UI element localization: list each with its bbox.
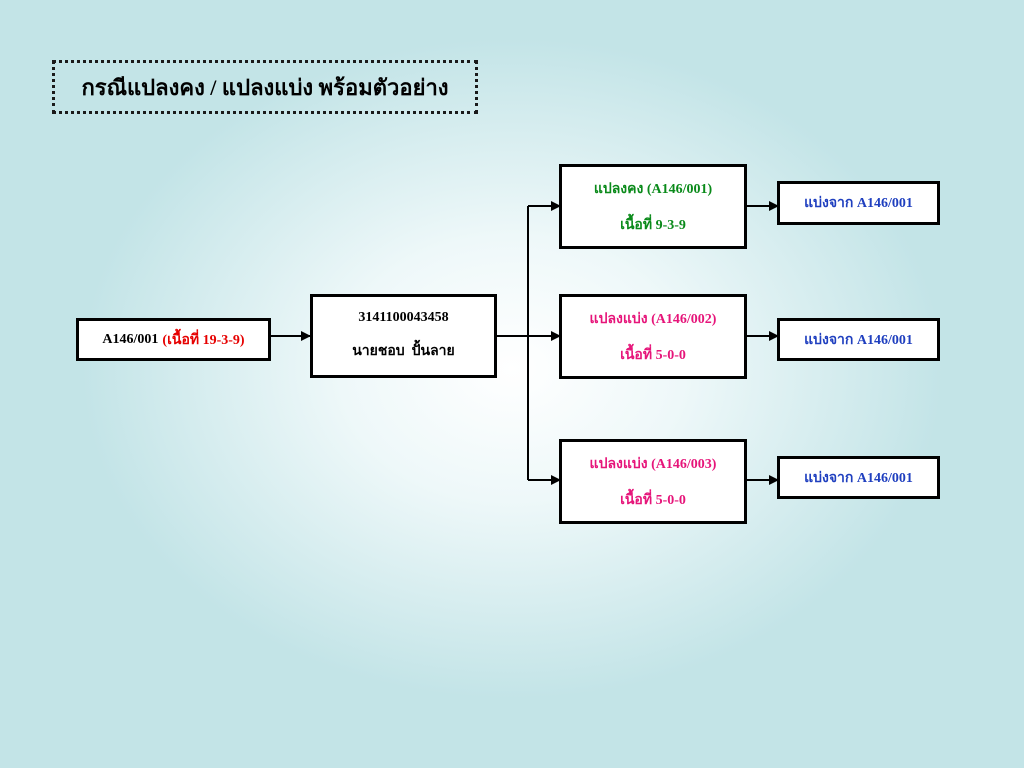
diagram-title-text: กรณีแปลงคง / แปลงแบ่ง พร้อมตัวอย่าง (81, 74, 449, 100)
split-from-box-1: แบ่งจาก A146/001 (777, 181, 940, 225)
plot-box-2: แปลงแบ่ง (A146/002) เนื้อที่ 5-0-0 (559, 294, 747, 379)
plot-3-area: เนื้อที่ 5-0-0 (620, 492, 686, 508)
split-from-box-3: แบ่งจาก A146/001 (777, 456, 940, 499)
source-parcel-code: A146/001 (102, 331, 159, 347)
split-from-3-text: แบ่งจาก A146/001 (804, 470, 913, 486)
diagram-title: กรณีแปลงคง / แปลงแบ่ง พร้อมตัวอย่าง (52, 60, 478, 114)
owner-name: นายชอบ ปั้นลาย (352, 344, 455, 359)
source-parcel-box: A146/001 (เนื้อที่ 19-3-9) (76, 318, 271, 361)
plot-box-1: แปลงคง (A146/001) เนื้อที่ 9-3-9 (559, 164, 747, 249)
plot-1-label: แปลงคง (A146/001) (593, 181, 713, 197)
plot-box-3: แปลงแบ่ง (A146/003) เนื้อที่ 5-0-0 (559, 439, 747, 524)
split-from-1-text: แบ่งจาก A146/001 (804, 196, 913, 211)
plot-2-label: แปลงแบ่ง (A146/002) (589, 311, 717, 327)
plot-2-area: เนื้อที่ 5-0-0 (620, 347, 686, 363)
source-parcel-area: (เนื้อที่ 19-3-9) (162, 332, 245, 348)
plot-3-label: แปลงแบ่ง (A146/003) (589, 456, 717, 472)
plot-1-area: เนื้อที่ 9-3-9 (620, 217, 686, 233)
split-from-2-text: แบ่งจาก A146/001 (804, 332, 913, 348)
split-from-box-2: แบ่งจาก A146/001 (777, 318, 940, 361)
owner-box: 3141100043458 นายชอบ ปั้นลาย (310, 294, 497, 378)
owner-id: 3141100043458 (358, 310, 449, 325)
